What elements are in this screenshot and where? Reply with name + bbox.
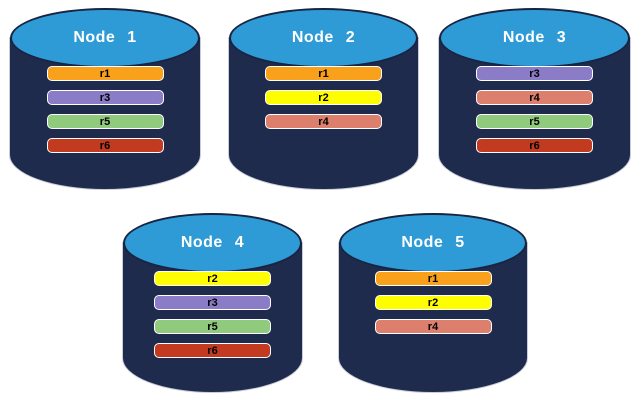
replica-bar-r4: r4 bbox=[265, 114, 382, 129]
cylinder-top-ellipse: Node 2 bbox=[229, 8, 418, 68]
database-node-2: Node 2 r1 r2 r4 bbox=[229, 8, 418, 189]
database-node-5: Node 5 r1 r2 r4 bbox=[339, 213, 527, 392]
database-node-1: Node 1 r1 r3 r5 r6 bbox=[10, 8, 200, 189]
replica-bar-r3: r3 bbox=[46, 90, 164, 105]
replica-bar-r5: r5 bbox=[154, 319, 271, 334]
replica-list: r1 r2 r4 bbox=[229, 66, 418, 129]
node-title: Node 5 bbox=[401, 234, 465, 251]
cylinder-top-ellipse: Node 3 bbox=[439, 8, 630, 68]
cylinder-top-ellipse: Node 4 bbox=[123, 213, 302, 273]
replica-bar-r4: r4 bbox=[476, 90, 593, 105]
node-title: Node 4 bbox=[180, 234, 245, 251]
replica-list: r2 r3 r5 r6 bbox=[123, 271, 302, 358]
replica-list: r1 r2 r4 bbox=[339, 271, 527, 334]
replica-bar-r2: r2 bbox=[265, 90, 382, 105]
replica-bar-r6: r6 bbox=[46, 138, 164, 153]
replica-bar-r5: r5 bbox=[46, 114, 164, 129]
replica-bar-r6: r6 bbox=[476, 138, 593, 153]
node-title: Node 2 bbox=[291, 29, 356, 46]
replica-list: r1 r3 r5 r6 bbox=[10, 66, 200, 153]
node-title: Node 1 bbox=[73, 29, 137, 46]
cylinder-top-ellipse: Node 1 bbox=[10, 8, 200, 68]
replica-bar-r6: r6 bbox=[154, 343, 271, 358]
replica-bar-r1: r1 bbox=[374, 271, 492, 286]
replica-bar-r3: r3 bbox=[154, 295, 271, 310]
replica-bar-r1: r1 bbox=[46, 66, 164, 81]
replica-bar-r2: r2 bbox=[374, 295, 492, 310]
cylinder-top-ellipse: Node 5 bbox=[339, 213, 527, 273]
database-node-3: Node 3 r3 r4 r5 r6 bbox=[439, 8, 630, 189]
replica-bar-r1: r1 bbox=[265, 66, 382, 81]
node-title: Node 3 bbox=[502, 29, 567, 46]
database-node-4: Node 4 r2 r3 r5 r6 bbox=[123, 213, 302, 392]
replica-list: r3 r4 r5 r6 bbox=[439, 66, 630, 153]
replica-bar-r3: r3 bbox=[476, 66, 593, 81]
replica-bar-r2: r2 bbox=[154, 271, 271, 286]
replica-bar-r5: r5 bbox=[476, 114, 593, 129]
replica-bar-r4: r4 bbox=[374, 319, 492, 334]
